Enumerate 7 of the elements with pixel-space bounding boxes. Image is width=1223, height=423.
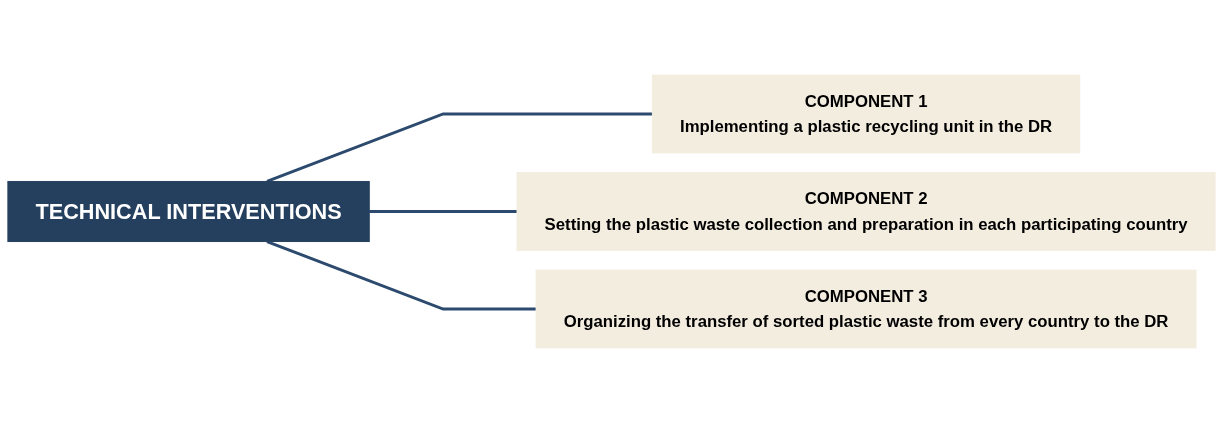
node-box: TECHNICAL INTERVENTIONS — [7, 180, 370, 243]
node-box: COMPONENT 1 Implementing a plastic recycling unit in the DR — [651, 74, 1081, 154]
node-box: COMPONENT 3 Organizing the transfer of sorted plastic waste from every country to the DR — [535, 269, 1197, 349]
connector — [266, 112, 653, 183]
connector — [266, 240, 537, 311]
node-box: COMPONENT 2 Setting the plastic waste collection and preparation in each participating country — [516, 172, 1216, 251]
connector — [369, 210, 517, 213]
